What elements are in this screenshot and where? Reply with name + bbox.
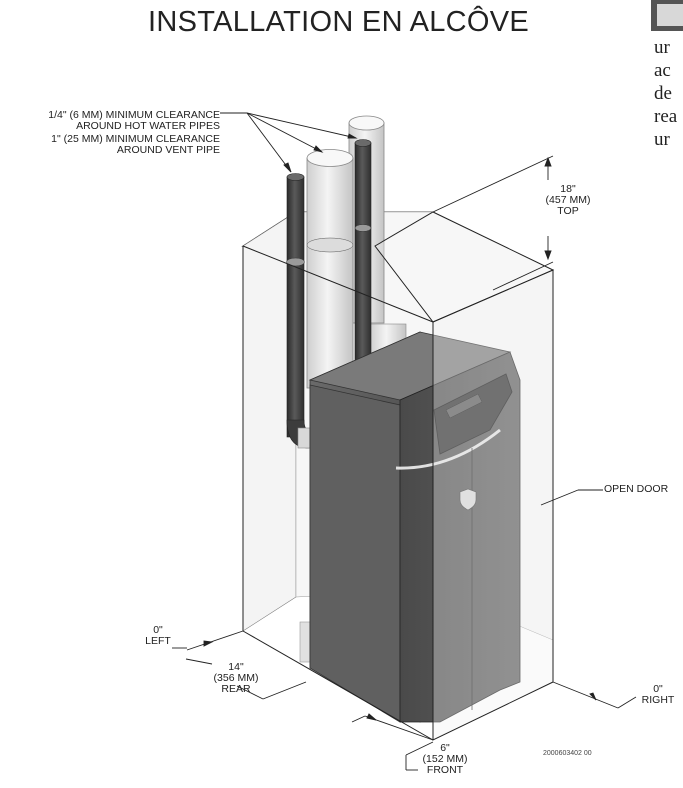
brand-logo: [459, 488, 477, 511]
right-dimension: 0" RIGHT: [633, 684, 683, 706]
control-panel: [433, 373, 513, 455]
front-dim-metric: (152 MM): [422, 753, 468, 765]
pipe-clearance-label: 1/4" (6 MM) MINIMUM CLEARANCE AROUND HOT…: [0, 110, 220, 132]
hot-water-pipe-left: [286, 173, 313, 449]
pipe-opening: [354, 224, 372, 232]
vent-opening: [306, 237, 354, 253]
hot-water-pipe-right: [354, 139, 372, 369]
drawing-number: 2000603402 00: [543, 750, 592, 757]
vent-clearance-line-2: AROUND VENT PIPE: [116, 144, 220, 156]
top-dimension: 18" (457 MM) TOP: [538, 184, 598, 217]
top-dim-value: 18": [560, 183, 576, 195]
page-title: INSTALLATION EN ALCÔVE: [148, 6, 530, 38]
vent-clearance-line-1: 1" (25 MM) MINIMUM CLEARANCE: [51, 133, 220, 145]
front-dim-value: 6": [440, 742, 450, 754]
open-door-label: OPEN DOOR: [604, 483, 669, 495]
left-dim-label: LEFT: [145, 635, 171, 647]
top-dim-label: TOP: [557, 205, 579, 217]
side-text-line: de: [654, 83, 672, 104]
callout-leaders: [172, 112, 637, 771]
side-text-line: ur: [654, 129, 670, 150]
side-text-line: rea: [654, 106, 678, 127]
vent-clearance-label: 1" (25 MM) MINIMUM CLEARANCE AROUND VENT…: [0, 134, 220, 156]
rear-dim-metric: (356 MM): [213, 672, 259, 684]
display-screen: [445, 393, 483, 419]
boiler-unit: [308, 331, 521, 723]
pipe-clearance-line-1: 1/4" (6 MM) MINIMUM CLEARANCE: [48, 109, 220, 121]
left-dim-value: 0": [153, 624, 163, 636]
warning-icon: [651, 0, 683, 31]
right-dim-value: 0": [653, 683, 663, 695]
pipe-opening: [286, 257, 305, 267]
front-dim-label: FRONT: [426, 764, 464, 776]
rear-dim-value: 14": [228, 661, 244, 673]
rear-dim-label: REAR: [221, 683, 251, 695]
side-text-line: ac: [654, 60, 671, 81]
cropped-side-text: ur ac de rea ur: [654, 36, 677, 151]
front-dimension: 6" (152 MM) FRONT: [412, 743, 478, 776]
side-text-line: ur: [654, 37, 670, 58]
left-dimension: 0" LEFT: [138, 625, 178, 647]
top-dim-metric: (457 MM): [545, 194, 591, 206]
rear-dimension: 14" (356 MM) REAR: [200, 662, 272, 695]
vent-pipe-main: [306, 149, 407, 389]
right-dim-label: RIGHT: [641, 694, 675, 706]
pipe-clearance-line-2: AROUND HOT WATER PIPES: [76, 120, 220, 132]
